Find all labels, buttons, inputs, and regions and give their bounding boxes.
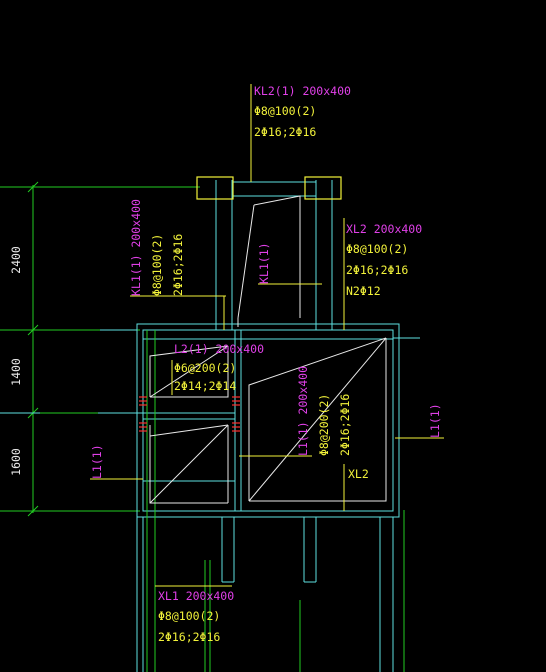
beam-tag-l1-center: L1(1) 200x400 Φ8@200(2) 2Φ16;2Φ16 xyxy=(296,366,352,456)
column-right xyxy=(304,176,342,200)
xl2-top-bars: 2Φ16;2Φ16 xyxy=(346,263,408,277)
slab-rebar-lines xyxy=(149,195,387,504)
xl1-stirrup: Φ8@100(2) xyxy=(158,609,220,623)
kl1-left-name: KL1(1) 200x400 xyxy=(129,199,143,296)
l1-right-name: L1(1) xyxy=(428,403,442,438)
leader-lines xyxy=(90,84,444,587)
wall-lines xyxy=(0,180,420,672)
dimension-1600: 1600 xyxy=(9,448,23,476)
l1-center-stirrup: Φ8@200(2) xyxy=(317,394,331,456)
beam-tag-xl2-top: XL2 200x400 Φ8@100(2) 2Φ16;2Φ16 N2Φ12 xyxy=(346,222,422,298)
l1-left-name: L1(1) xyxy=(90,444,104,479)
xl2-top-extra: N2Φ12 xyxy=(346,284,381,298)
columns xyxy=(196,176,342,200)
beam-tag-kl1-left: KL1(1) 200x400 Φ8@100(2) 2Φ16;2Φ16 xyxy=(129,199,185,296)
xl2-bottom-name: XL2 xyxy=(348,467,369,481)
column-left xyxy=(196,176,234,200)
beam-tag-xl1: XL1 200x400 Φ8@100(2) 2Φ16;2Φ16 xyxy=(158,589,234,644)
l2-bars: 2Φ14;2Φ14 xyxy=(174,379,236,393)
l1-center-bars: 2Φ16;2Φ16 xyxy=(338,394,352,456)
l2-name: L2(1) 200x400 xyxy=(174,342,264,356)
kl1-left-bars: 2Φ16;2Φ16 xyxy=(171,234,185,296)
l1-center-name: L1(1) 200x400 xyxy=(296,366,310,456)
kl2-name: KL2(1) 200x400 xyxy=(254,84,351,98)
kl2-bars: 2Φ16;2Φ16 xyxy=(254,125,316,139)
extension-lines xyxy=(146,330,405,672)
xl1-name: XL1 200x400 xyxy=(158,589,234,603)
kl1-center-name: KL1(1) xyxy=(257,242,271,284)
dimension-2400: 2400 xyxy=(9,246,23,274)
xl2-top-name: XL2 200x400 xyxy=(346,222,422,236)
reinforcement-marks xyxy=(139,396,240,432)
kl1-left-stirrup: Φ8@100(2) xyxy=(150,234,164,296)
l2-stirrup: Φ6@200(2) xyxy=(174,361,236,375)
beam-tag-kl2: KL2(1) 200x400 Φ8@100(2) 2Φ16;2Φ16 xyxy=(254,84,351,139)
kl2-stirrup: Φ8@100(2) xyxy=(254,104,316,118)
beam-tag-l2: L2(1) 200x400 Φ6@200(2) 2Φ14;2Φ14 xyxy=(174,342,264,393)
xl2-top-stirrup: Φ8@100(2) xyxy=(346,242,408,256)
xl1-bars: 2Φ16;2Φ16 xyxy=(158,630,220,644)
dimension-1400: 1400 xyxy=(9,358,23,386)
